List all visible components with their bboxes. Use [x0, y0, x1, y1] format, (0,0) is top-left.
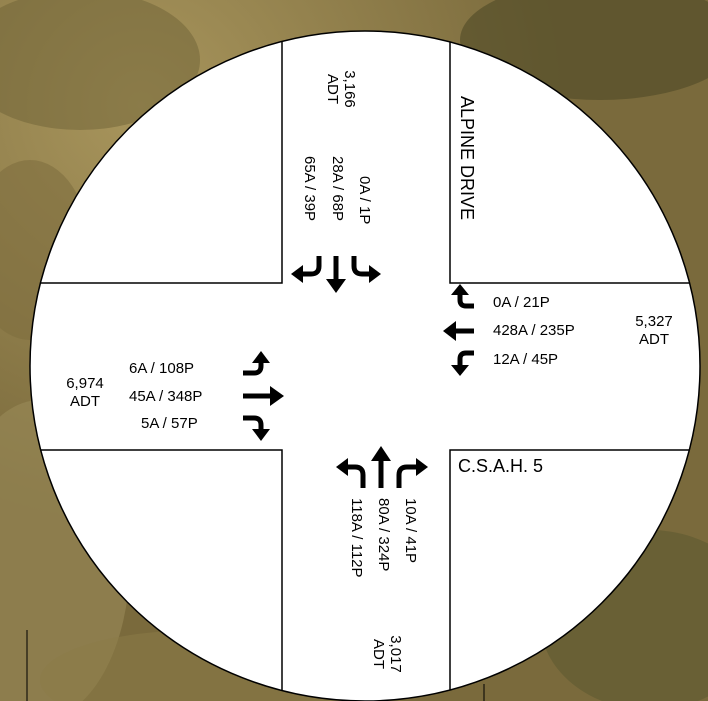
- south-adt-value: 3,017: [387, 628, 404, 680]
- east-movement-through: 428A / 235P: [493, 322, 575, 340]
- west-movement-right: 5A / 57P: [141, 415, 198, 433]
- alpine-drive-label: ALPINE DRIVE: [458, 96, 476, 220]
- east-movement-left: 12A / 45P: [493, 351, 558, 369]
- north-adt-unit: ADT: [324, 64, 341, 114]
- east-movement-right: 0A / 21P: [493, 294, 550, 312]
- west-movement-through: 45A / 348P: [129, 388, 202, 406]
- west-movement-left: 6A / 108P: [129, 360, 194, 378]
- south-movement-left: 118A / 112P: [347, 498, 365, 578]
- south-movement-through: 80A / 324P: [374, 498, 392, 571]
- north-adt: 3,166 ADT: [324, 64, 358, 114]
- north-movement-left: 65A / 39P: [300, 156, 318, 221]
- north-movement-through: 28A / 68P: [328, 156, 346, 221]
- north-movement-right: 0A / 1P: [355, 176, 373, 224]
- csah-5-label: C.S.A.H. 5: [458, 457, 543, 475]
- north-adt-value: 3,166: [341, 64, 358, 114]
- south-adt: 3,017 ADT: [370, 628, 404, 680]
- south-adt-unit: ADT: [370, 628, 387, 680]
- east-adt: 5,327 ADT: [626, 313, 682, 349]
- east-adt-unit: ADT: [626, 331, 682, 349]
- east-adt-value: 5,327: [626, 313, 682, 331]
- south-movement-right: 10A / 41P: [401, 498, 419, 563]
- west-adt: 6,974 ADT: [58, 375, 112, 411]
- west-adt-unit: ADT: [58, 393, 112, 411]
- west-adt-value: 6,974: [58, 375, 112, 393]
